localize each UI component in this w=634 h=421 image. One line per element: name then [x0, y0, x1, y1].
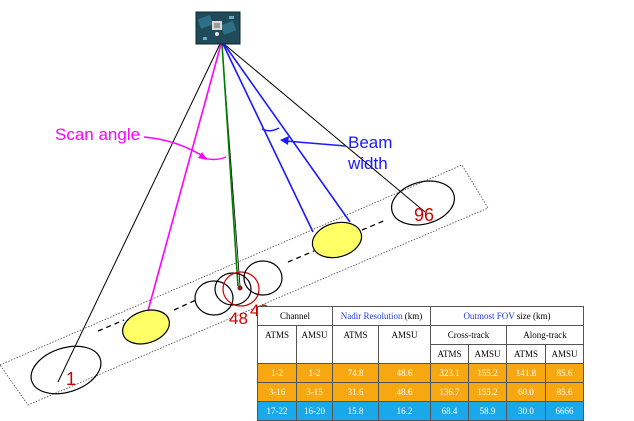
- table-header-outmost-fov: Outmost FOV size (km): [430, 306, 584, 326]
- beam-width-arc: [261, 127, 280, 132]
- fov-ellipse-beam-width: [311, 221, 363, 259]
- cell-channel-amsu: 1-2: [296, 363, 333, 383]
- channel-specifications-table: Channel Nadir Resolution (km) Outmost FO…: [257, 306, 584, 421]
- beam-width-line-left: [222, 43, 314, 233]
- fov-ellipse-47: [214, 272, 252, 306]
- table-header-nadir-resolution: Nadir Resolution (km): [332, 306, 431, 326]
- table-header-outmost-fov-rest: size (km): [514, 311, 551, 321]
- cell-cross-amsu: 155.2: [468, 363, 507, 383]
- cell-channel-atms: 1-2: [257, 363, 297, 383]
- beam-width-label-line2: width: [347, 154, 388, 173]
- table-subheader-along-track: Along-track: [506, 325, 584, 345]
- table-subheader-nadir-amsu: AMSU: [378, 325, 431, 364]
- cell-channel-amsu: 3-15: [296, 382, 333, 402]
- cell-nadir-atms: 74.8: [332, 363, 379, 383]
- scan-centerline: [97, 319, 125, 332]
- fov-number-48: 48: [229, 309, 248, 328]
- cell-along-amsu: 6666: [545, 401, 584, 421]
- fov-ellipse-48: [222, 271, 260, 307]
- table-header-nadir-resolution-unit: (km): [402, 311, 423, 321]
- scan-angle-label: Scan angle: [55, 125, 140, 144]
- fov-ellipse-46: [194, 280, 234, 316]
- scan-centerline: [287, 250, 315, 263]
- cell-cross-amsu: 155.2: [468, 382, 507, 402]
- fov-ellipse-1: [30, 345, 102, 395]
- cell-nadir-amsu: 48.6: [378, 363, 431, 383]
- cell-along-amsu: 85.6: [545, 382, 584, 402]
- cell-channel-amsu: 16-20: [296, 401, 333, 421]
- table-row: 17-22 16-20 15.8 16.2 68.4 58.9 30.0 666…: [257, 401, 584, 421]
- scan-centerline: [173, 299, 197, 311]
- table-subheader-channel-atms: ATMS: [257, 325, 297, 364]
- fov-ellipse-96: [391, 180, 455, 226]
- nadir-line: [221, 43, 239, 287]
- beam-line-fov-1: [57, 43, 221, 383]
- beam-width-arrowhead: [280, 136, 289, 145]
- cell-along-atms: 60.0: [506, 382, 546, 402]
- table-subheader-channel-amsu: AMSU: [296, 325, 333, 364]
- cell-along-atms: 141.8: [506, 363, 546, 383]
- table-header-nadir-resolution-blue: Nadir Resolution: [340, 311, 403, 321]
- table-header-outmost-fov-blue: Outmost FOV: [463, 311, 515, 321]
- cell-cross-atms: 136.7: [430, 382, 469, 402]
- table-subheader-nadir-atms: ATMS: [332, 325, 379, 364]
- table-subheader-along-amsu: AMSU: [545, 344, 584, 364]
- beam-width-line-right: [223, 43, 351, 223]
- nadir-point: [237, 285, 243, 291]
- table-header-channel: Channel: [257, 306, 333, 326]
- scan-angle-pointer: [143, 136, 207, 159]
- table-row: 3-16 3-15 31.6 48.6 136.7 155.2 60.0 85.…: [257, 382, 584, 402]
- fov-number-1: 1: [66, 369, 76, 389]
- cell-along-atms: 30.0: [506, 401, 546, 421]
- beam-width-label-line1: Beam: [348, 133, 392, 152]
- table-subheader-cross-track: Cross-track: [430, 325, 507, 345]
- cell-nadir-amsu: 48.6: [378, 382, 431, 402]
- scan-angle-beam: [145, 43, 222, 319]
- cell-nadir-amsu: 16.2: [378, 401, 431, 421]
- table-subheader-along-atms: ATMS: [506, 344, 546, 364]
- table-subheader-cross-amsu: AMSU: [468, 344, 507, 364]
- fov-ellipse-49: [243, 260, 283, 296]
- fov-number-96: 96: [414, 205, 434, 225]
- table-subheader-cross-atms: ATMS: [430, 344, 469, 364]
- scan-angle-arrowhead: [198, 152, 207, 160]
- beam-line-fov-96: [223, 43, 426, 213]
- cell-channel-atms: 3-16: [257, 382, 297, 402]
- fov-ellipse-beam: [122, 309, 170, 345]
- cell-cross-atms: 323.1: [430, 363, 469, 383]
- cell-cross-atms: 68.4: [430, 401, 469, 421]
- cell-cross-amsu: 58.9: [468, 401, 507, 421]
- beam-width-pointer: [284, 140, 347, 147]
- satellite-icon: [195, 11, 241, 45]
- table-row: 1-2 1-2 74.8 48.6 323.1 155.2 141.8 85.6: [257, 363, 584, 383]
- scan-centerline: [361, 219, 387, 231]
- cell-nadir-atms: 31.6: [332, 382, 379, 402]
- cell-along-amsu: 85.6: [545, 363, 584, 383]
- cell-channel-atms: 17-22: [257, 401, 297, 421]
- cell-nadir-atms: 15.8: [332, 401, 379, 421]
